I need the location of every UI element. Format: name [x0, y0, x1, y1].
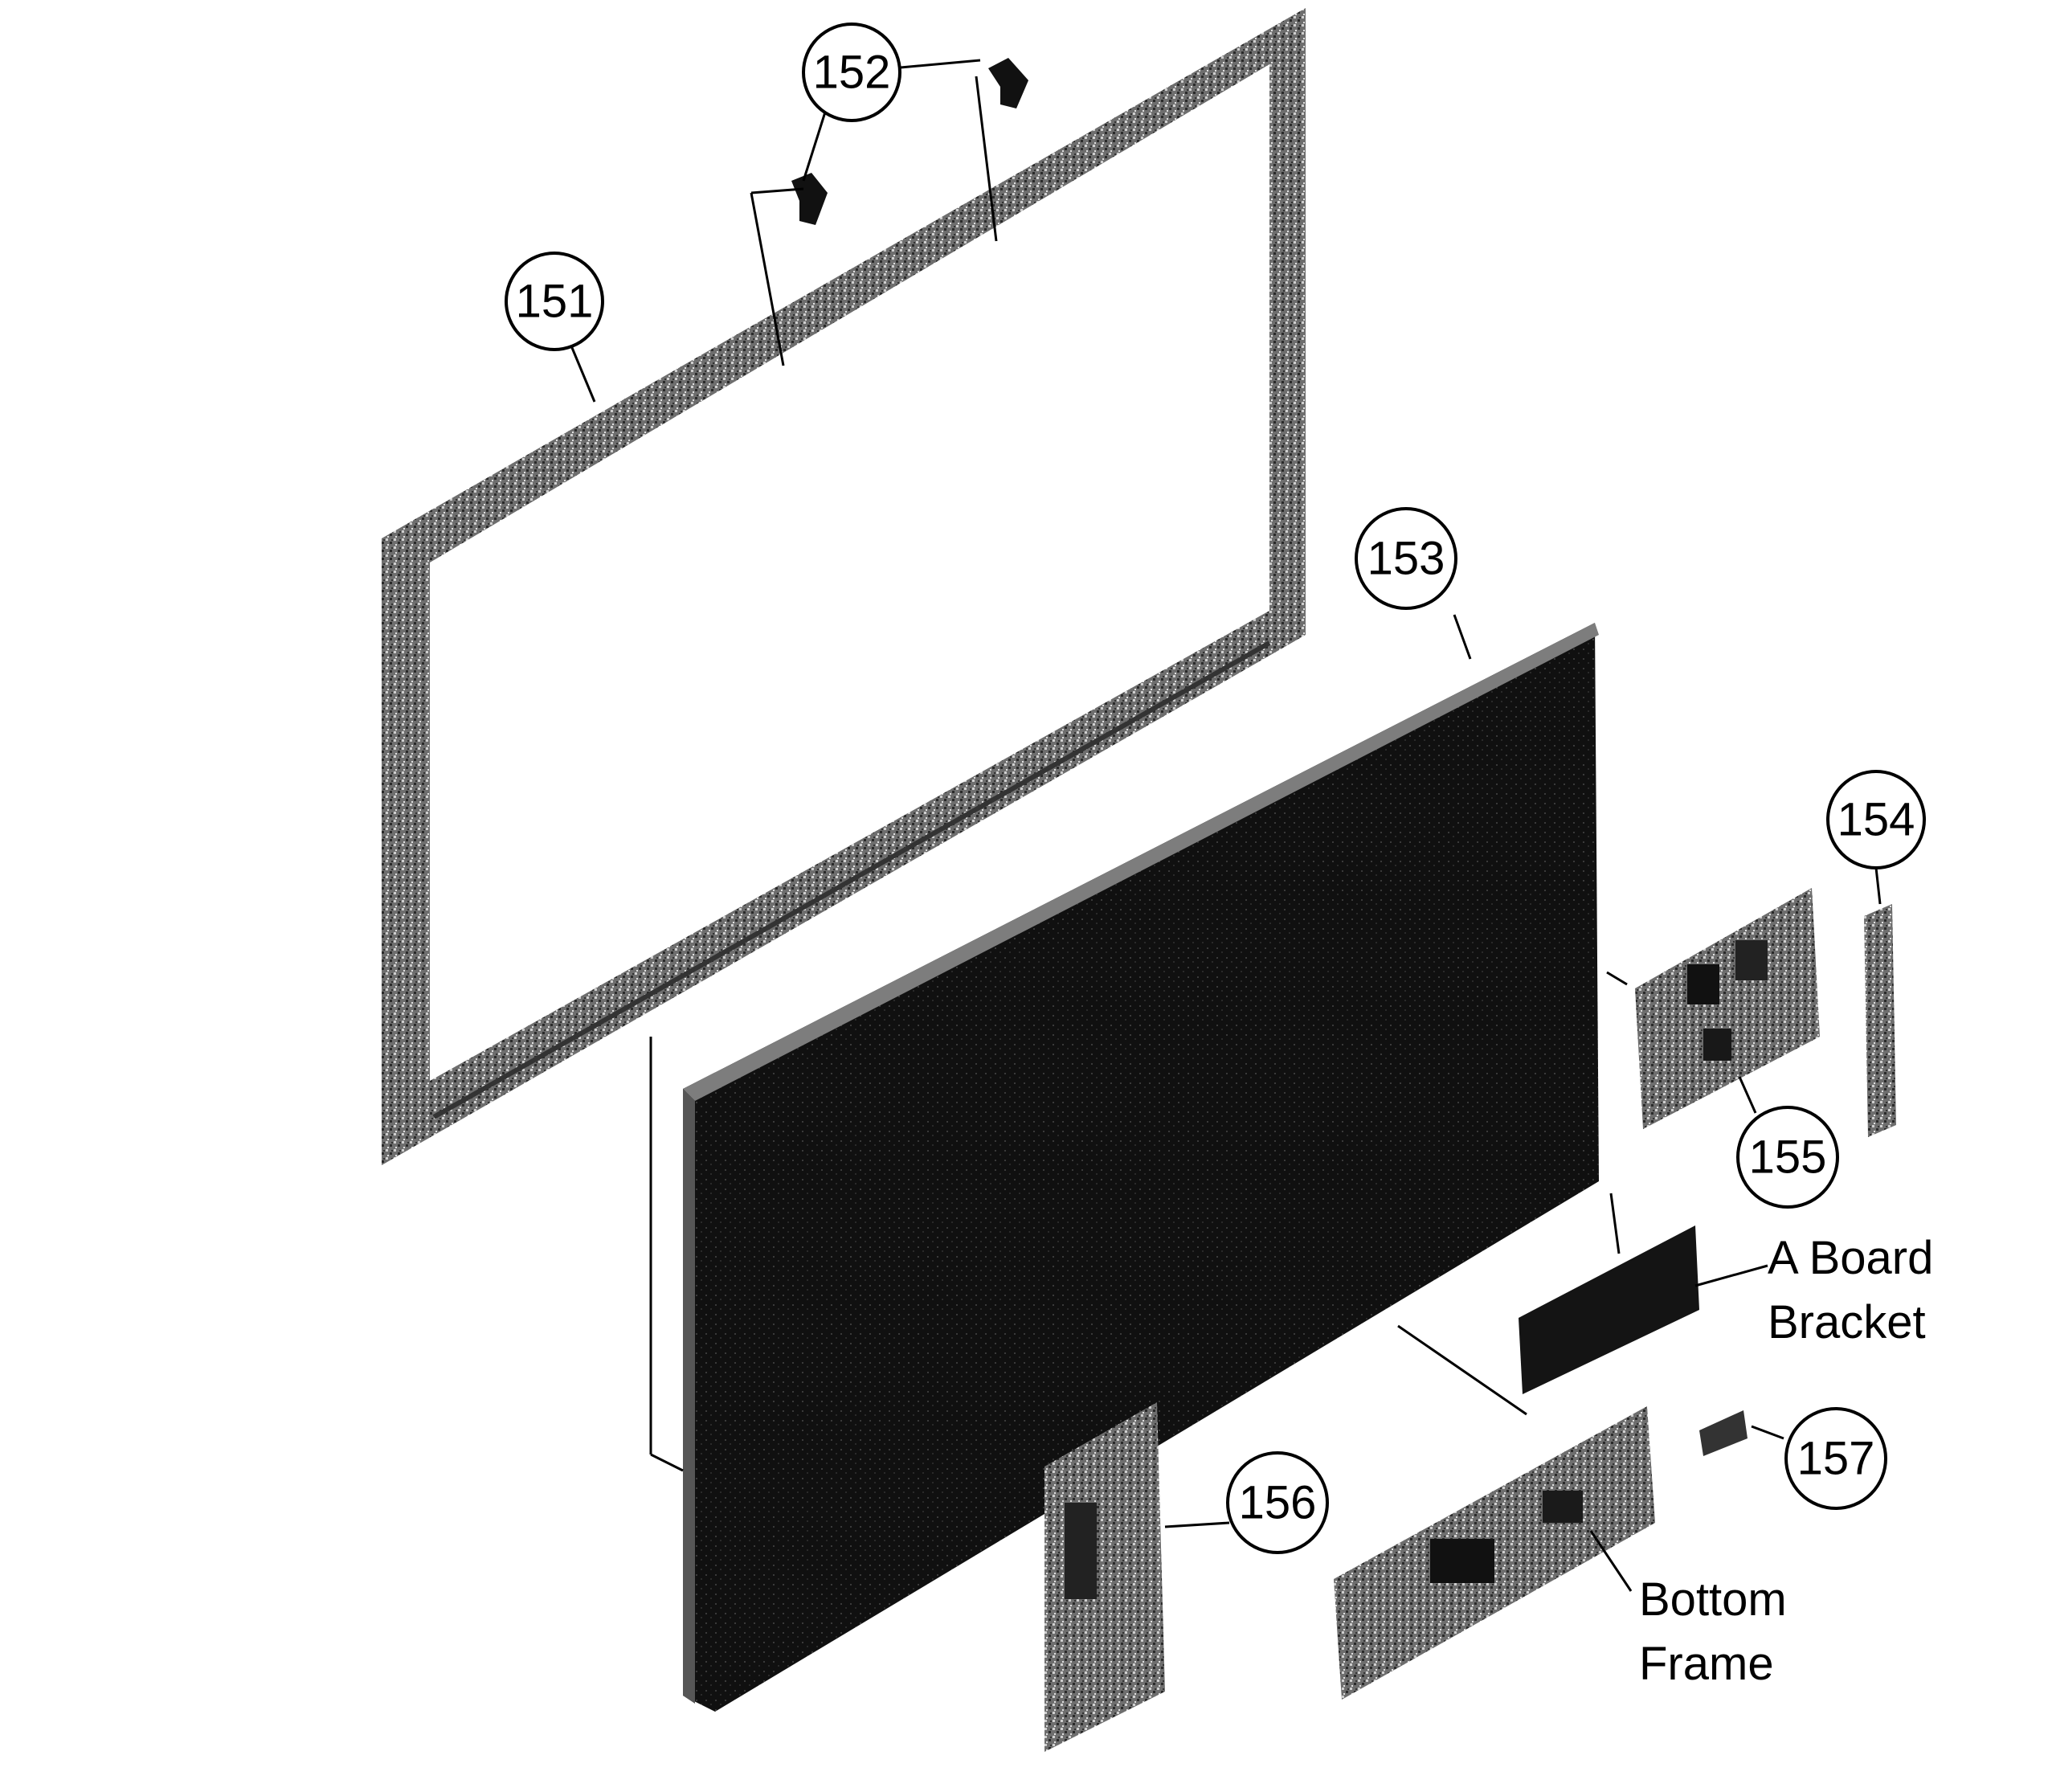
bezel-frame — [382, 8, 1306, 1165]
svg-text:153: 153 — [1367, 533, 1445, 585]
leader-lines — [569, 59, 1882, 1592]
callout-154: 154 — [1826, 770, 1926, 869]
callout-157: 157 — [1784, 1407, 1887, 1510]
svg-text:151: 151 — [516, 276, 594, 328]
top-clips — [791, 58, 1028, 225]
display-panel — [683, 623, 1599, 1712]
label-bottom-frame: Bottom Frame — [1639, 1573, 1787, 1690]
svg-text:154: 154 — [1837, 794, 1915, 846]
callout-155: 155 — [1736, 1106, 1839, 1209]
svg-text:Bracket: Bracket — [1768, 1296, 1926, 1348]
callout-153: 153 — [1355, 507, 1457, 610]
stand-neck — [1044, 1402, 1165, 1752]
callout-151: 151 — [505, 252, 604, 351]
svg-text:Frame: Frame — [1639, 1638, 1774, 1690]
small-connector — [1699, 1410, 1748, 1456]
svg-text:155: 155 — [1749, 1131, 1827, 1184]
svg-text:152: 152 — [813, 47, 891, 99]
callout-156: 156 — [1226, 1451, 1329, 1554]
main-board — [1635, 888, 1820, 1129]
a-board-bracket — [1519, 1225, 1699, 1394]
svg-text:156: 156 — [1239, 1477, 1317, 1529]
svg-text:A Board: A Board — [1768, 1232, 1933, 1284]
side-bar — [1864, 904, 1896, 1137]
callout-152: 152 — [802, 23, 901, 122]
bottom-frame-part — [1334, 1406, 1655, 1700]
svg-text:157: 157 — [1797, 1433, 1875, 1485]
label-a-board-bracket: A Board Bracket — [1768, 1232, 1933, 1348]
svg-text:Bottom: Bottom — [1639, 1573, 1787, 1626]
